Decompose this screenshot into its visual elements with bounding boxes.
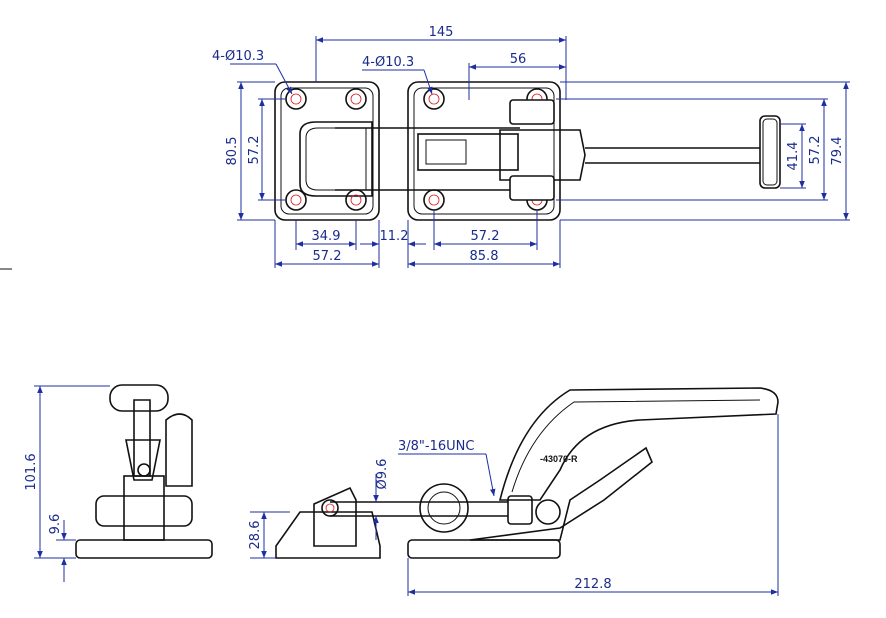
hook-base-plate [274,81,380,221]
clamp-base-plate [407,81,561,221]
dim-57-2-left: 57.2 [247,136,262,165]
dim-101-6: 101.6 [24,453,39,490]
hole-callout-left: 4-Ø10.3 [212,49,264,64]
dim-34-9: 34.9 [312,229,341,244]
dim-80-5: 80.5 [225,137,240,166]
dim-145: 145 [429,25,454,40]
dim-79-4: 79.4 [830,137,845,166]
top-dimensions: 145 56 4-Ø10.3 4-Ø10.3 80.5 57.2 41.4 57… [212,25,850,268]
dim-11-2: 11.2 [380,229,409,244]
front-view-dimensions: 3/8"-16UNC Ø9.6 28.6 212.8 [248,414,779,596]
dim-57-2-base: 57.2 [313,249,342,264]
hook-top [299,121,373,197]
end-view [75,384,213,559]
dim-85-8: 85.8 [470,249,499,264]
dim-41-4: 41.4 [786,142,801,171]
dim-9-6: 9.6 [48,514,63,535]
dim-9-6-dia: Ø9.6 [375,459,390,490]
hole-callout-mid: 4-Ø10.3 [362,55,414,70]
dim-57-2-right: 57.2 [808,136,823,165]
dim-56: 56 [510,52,527,67]
end-view-dimensions: 101.6 9.6 [24,385,110,582]
part-label: -43070-R [540,454,578,464]
dim-28-6: 28.6 [248,521,263,550]
dim-57-2-mid: 57.2 [471,229,500,244]
dim-212-8: 212.8 [574,577,611,592]
top-view [274,81,781,221]
left-holes [285,88,367,211]
front-view: -43070-R [275,387,779,559]
thread-callout: 3/8"-16UNC [398,439,474,454]
